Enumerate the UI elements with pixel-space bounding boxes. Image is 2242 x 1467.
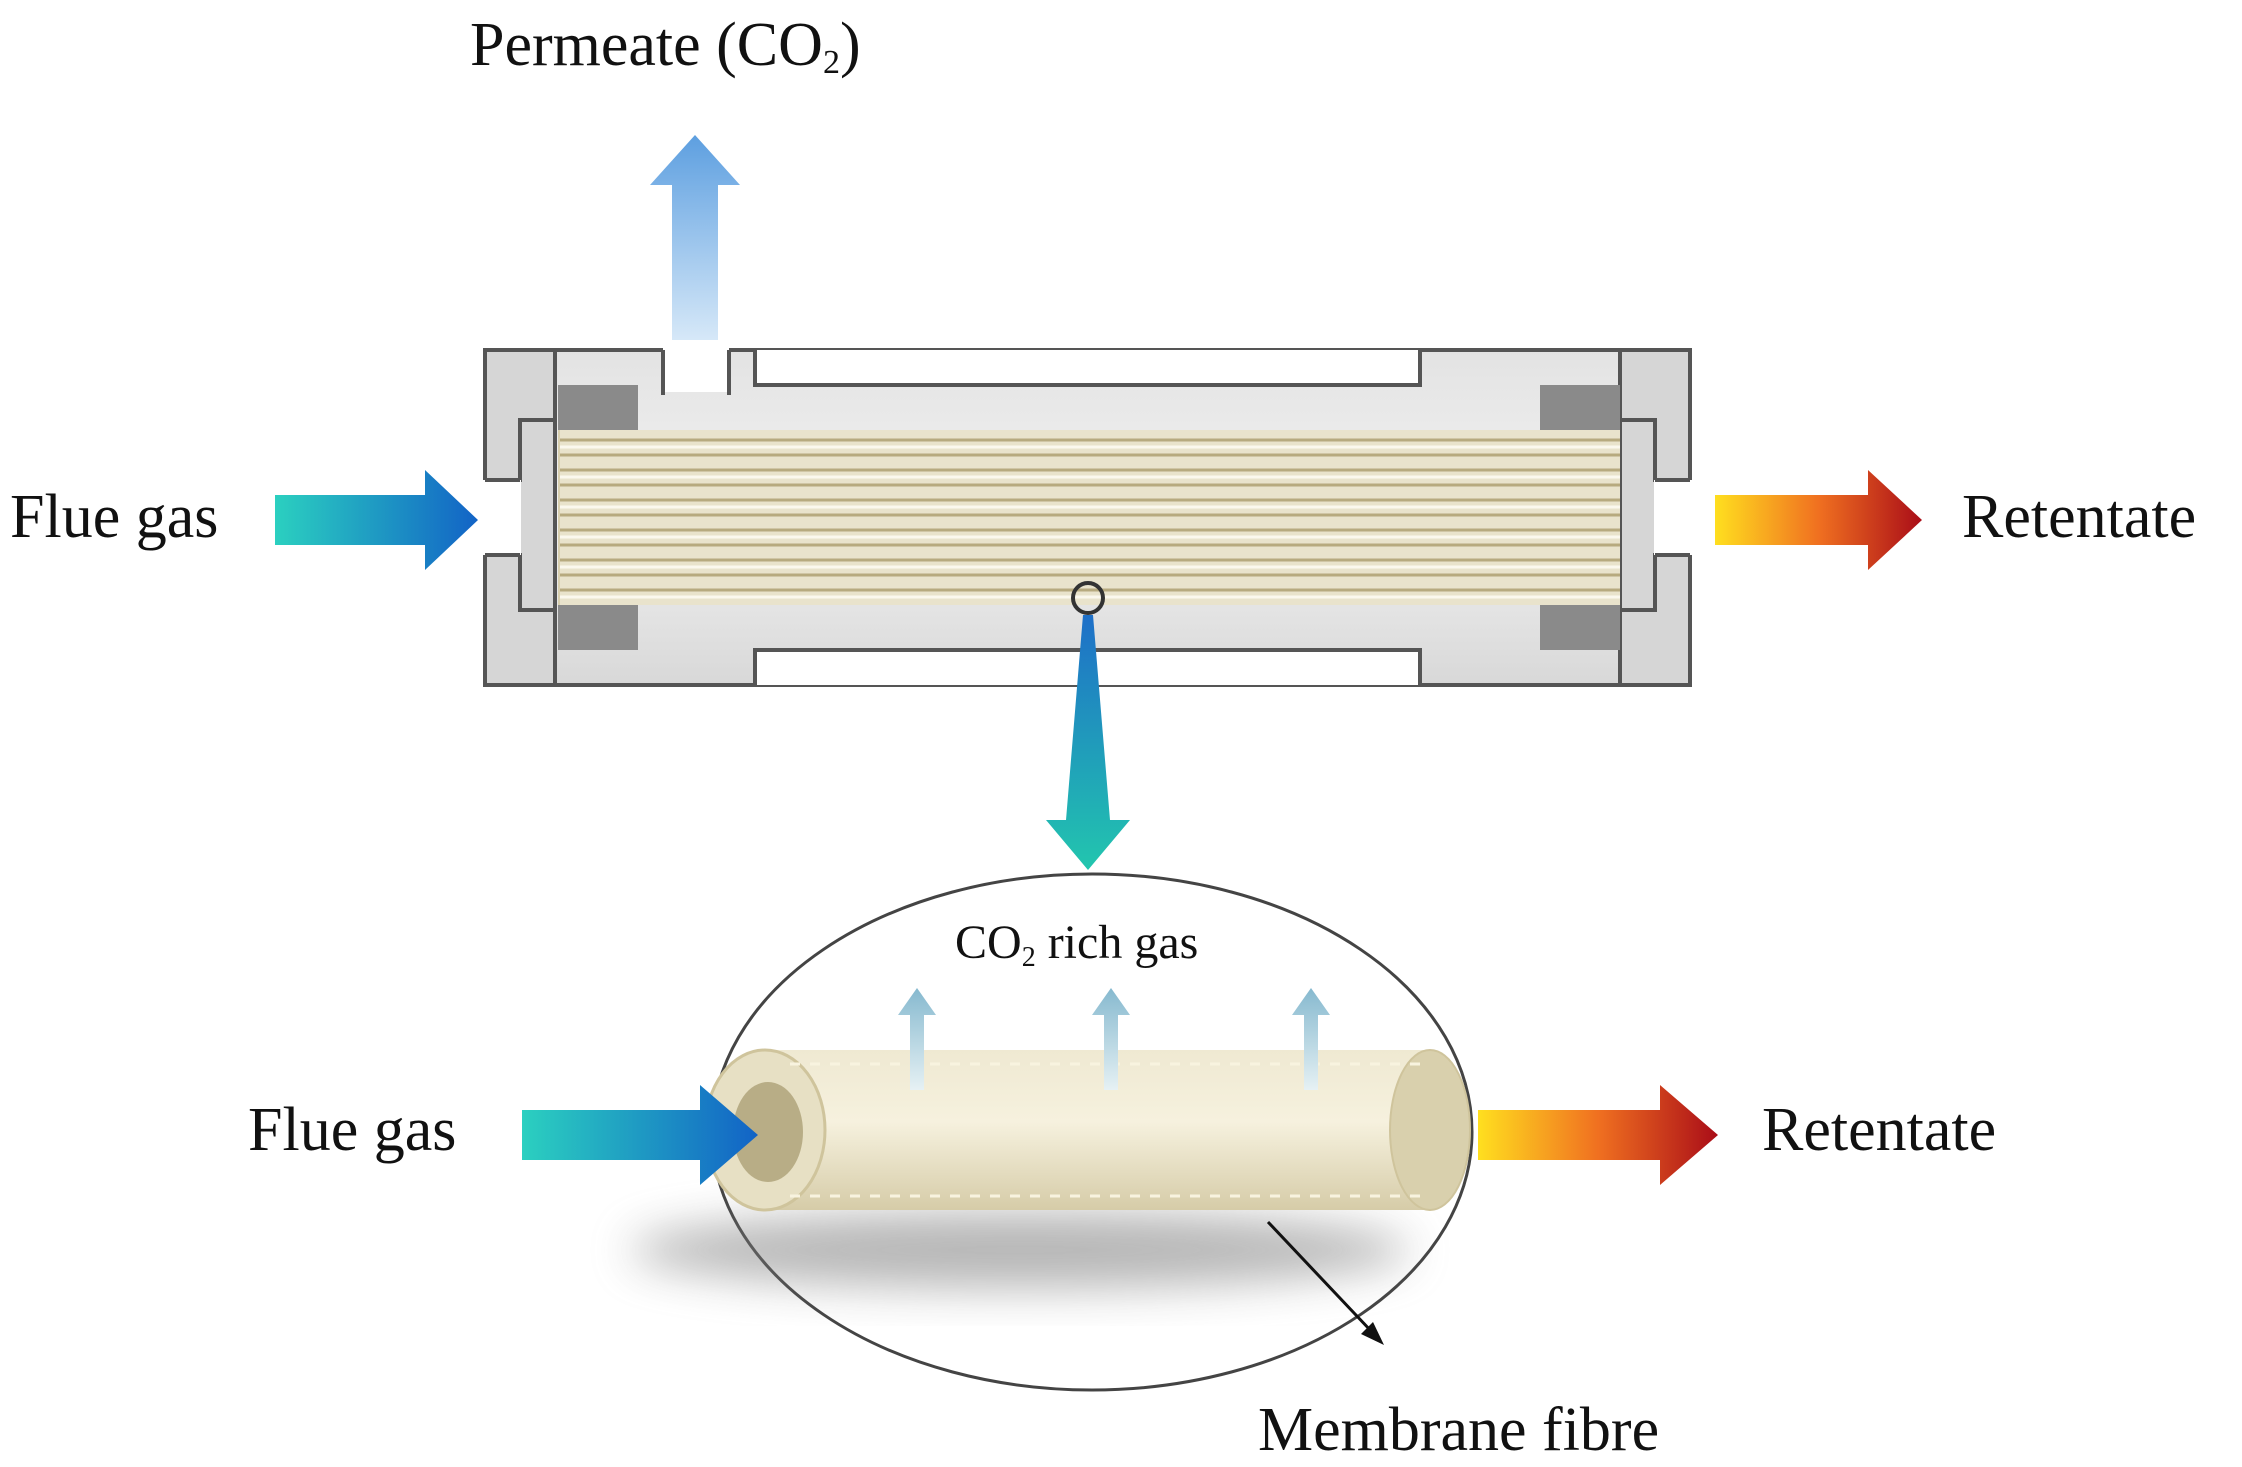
permeate-arrow [650,135,740,340]
retentate-arrow-bottom [1478,1085,1718,1185]
zoom-marker-circle [1071,581,1105,615]
co2-rich-gas-label: CO2 rich gas [955,916,1198,973]
membrane-fibre-label: Membrane fibre [1258,1396,1659,1464]
hollow-fibre-bundle [560,430,1620,605]
flue-gas-label-bottom: Flue gas [248,1096,456,1164]
fibre-shadow [630,1212,1410,1288]
permeate-label: Permeate (CO2) [470,11,861,81]
flue-gas-arrow-top [275,470,478,570]
flue-gas-label-top: Flue gas [10,483,218,551]
membrane-fibre-pointer [1266,1220,1384,1345]
co2-permeation-arrow-1 [898,988,936,1090]
co2-permeation-arrow-2 [1092,988,1130,1090]
membrane-fibre-tube [703,1048,1471,1212]
retentate-label-top: Retentate [1962,483,2196,551]
retentate-arrow-top [1715,470,1922,570]
flue-gas-arrow-bottom [522,1085,758,1185]
zoom-arrow [1046,615,1130,870]
co2-permeation-arrow-3 [1292,988,1330,1090]
retentate-label-bottom: Retentate [1762,1096,1996,1164]
